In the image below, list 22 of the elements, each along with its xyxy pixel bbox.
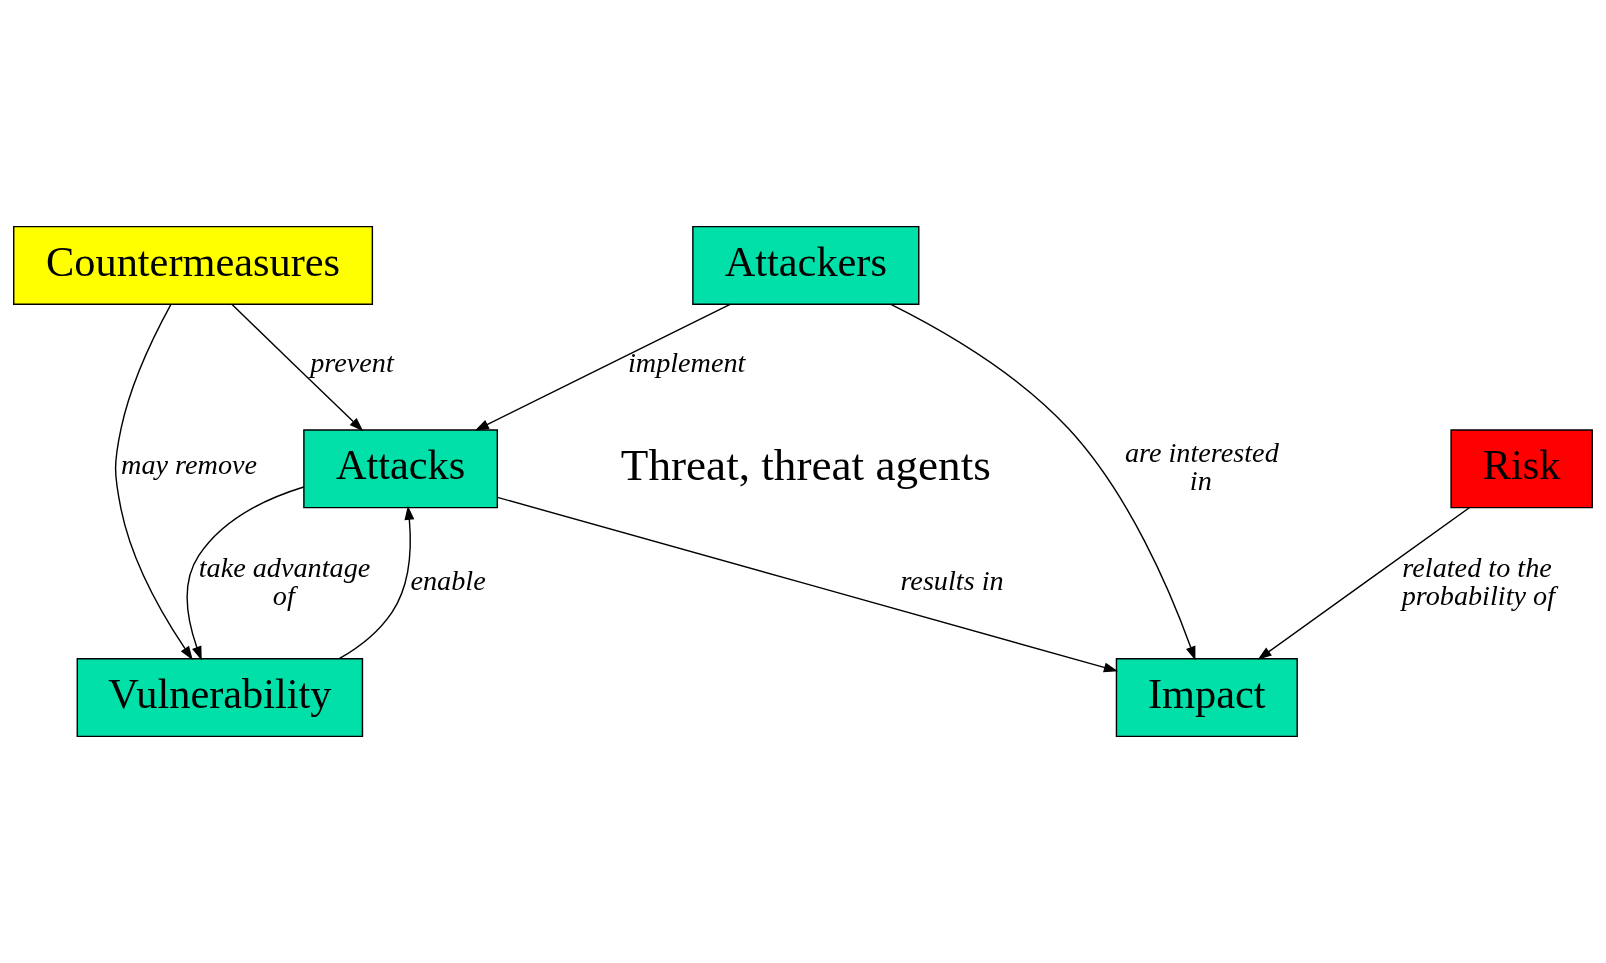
edge-label: results in bbox=[900, 564, 1004, 596]
edge-label: take advantage of bbox=[198, 551, 371, 612]
arrow bbox=[186, 486, 305, 661]
arrow bbox=[890, 303, 1196, 661]
edge-label: may remove bbox=[121, 449, 258, 481]
arrow bbox=[114, 303, 193, 661]
arrow bbox=[231, 303, 364, 432]
node-box: Vulnerability bbox=[76, 658, 364, 738]
edge-label: prevent bbox=[310, 347, 394, 379]
node-box: Countermeasures bbox=[13, 225, 374, 305]
edge-label: enable bbox=[410, 564, 486, 596]
node-box: Impact bbox=[1115, 658, 1298, 738]
node-box: Risk bbox=[1450, 429, 1593, 509]
node-box: Attackers bbox=[692, 225, 920, 305]
arrow bbox=[338, 505, 415, 660]
edge-label: implement bbox=[627, 347, 746, 379]
arrow bbox=[1257, 507, 1471, 660]
node-box: Attacks bbox=[303, 429, 499, 509]
arrow bbox=[496, 496, 1118, 673]
edge-label: are interested in bbox=[1124, 436, 1279, 496]
label: Threat, threat agents bbox=[620, 440, 991, 491]
arrow bbox=[474, 303, 731, 431]
